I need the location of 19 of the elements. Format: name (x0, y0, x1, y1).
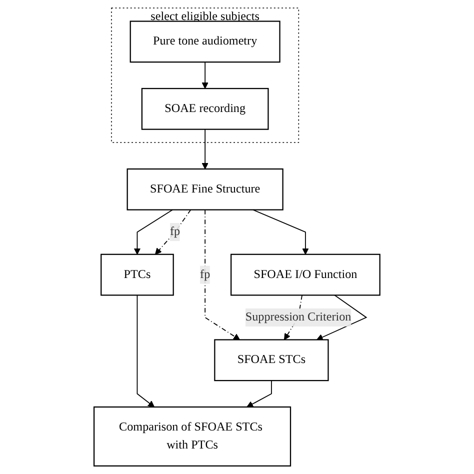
node-box: SFOAE I/O Function (230, 254, 380, 296)
arrow (316, 294, 368, 340)
arrow (204, 209, 240, 340)
node-box: Comparison of SFOAE STCs with PTCs (94, 406, 292, 466)
node-box: SOAE recording (141, 88, 269, 130)
arrow (202, 62, 208, 89)
arrow (252, 209, 309, 255)
node-box: SFOAE Fine Structure (126, 168, 284, 210)
arrow (155, 209, 192, 255)
node-box: Pure tone audiometry (130, 20, 280, 63)
arrow (134, 209, 174, 255)
edge-label: fp (200, 268, 210, 281)
edge-label: Suppression Criterion (245, 310, 352, 324)
node-box: SFOAE STCs (214, 339, 329, 382)
edge-label: fp (170, 225, 180, 238)
node-box: PTCs (100, 254, 174, 296)
arrow (202, 128, 208, 170)
arrow (246, 380, 272, 408)
arrow (136, 294, 155, 408)
